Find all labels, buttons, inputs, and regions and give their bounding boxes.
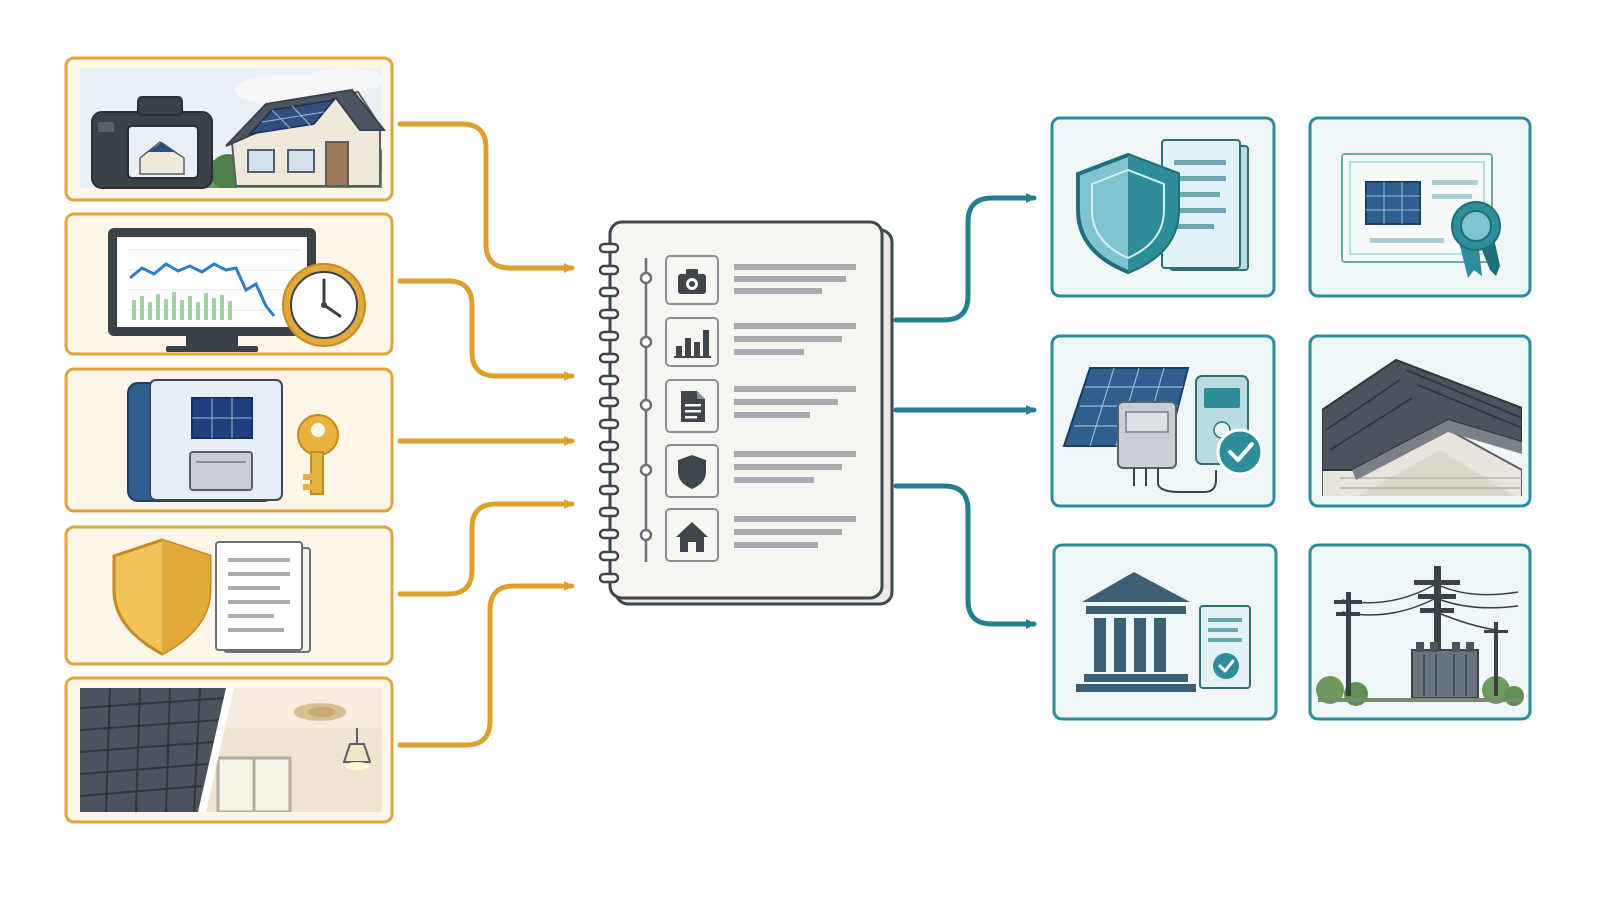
camera-icon — [91, 96, 213, 189]
inverter-icon — [1117, 401, 1217, 493]
manual-binder-icon — [127, 379, 283, 502]
source-card-monitoring — [64, 212, 394, 356]
award-ribbon-icon — [1451, 201, 1501, 278]
output-card-permits — [1052, 543, 1278, 721]
output-card-insurance — [1050, 116, 1276, 298]
source-card-photos — [64, 56, 394, 202]
shield-icon — [678, 455, 706, 489]
output-connectors — [893, 193, 1037, 629]
document-icon — [1161, 139, 1249, 271]
approval-document-icon — [1199, 605, 1251, 689]
transformer-icon — [1318, 642, 1522, 702]
binder-row-property — [665, 508, 856, 562]
connector-warranty — [397, 499, 575, 597]
check-badge-icon — [1216, 428, 1264, 476]
connector-out-permits — [893, 483, 1037, 629]
output-card-utility — [1308, 543, 1532, 721]
output-card-roof — [1308, 334, 1532, 508]
gold-shield-icon — [112, 538, 212, 656]
binder-rings — [598, 242, 620, 584]
output-card-equipment — [1050, 334, 1276, 508]
house-icon — [676, 522, 708, 552]
central-document-binder — [598, 220, 894, 606]
key-icon — [297, 414, 339, 495]
ceiling-water-stain-icon — [206, 688, 382, 812]
binder-row-documents — [665, 379, 856, 433]
house-photo-icon — [225, 88, 387, 187]
output-card-certification — [1308, 116, 1532, 298]
document-icon — [215, 541, 311, 653]
source-card-manuals — [64, 367, 394, 513]
connector-out-insurance — [893, 193, 1037, 323]
roof-shingles-photo-icon — [80, 688, 230, 812]
teal-shield-icon — [1076, 152, 1180, 275]
binder-row-photos — [665, 255, 856, 305]
source-card-roof-condition — [64, 676, 394, 824]
roof-icon — [1322, 358, 1522, 496]
document-icon — [681, 391, 705, 422]
bank-icon — [1076, 572, 1196, 692]
connector-monitoring — [397, 278, 575, 381]
connector-photos — [397, 121, 575, 273]
connector-roof-condition — [397, 581, 575, 748]
monitor-chart-icon — [108, 228, 316, 352]
input-connectors — [397, 121, 575, 748]
source-card-warranty — [64, 525, 394, 666]
camera-icon — [678, 269, 706, 294]
clock-icon — [282, 263, 366, 347]
binder-row-monitoring — [665, 317, 856, 367]
binder-row-warranty — [665, 444, 856, 498]
bar-chart-icon — [674, 330, 711, 358]
